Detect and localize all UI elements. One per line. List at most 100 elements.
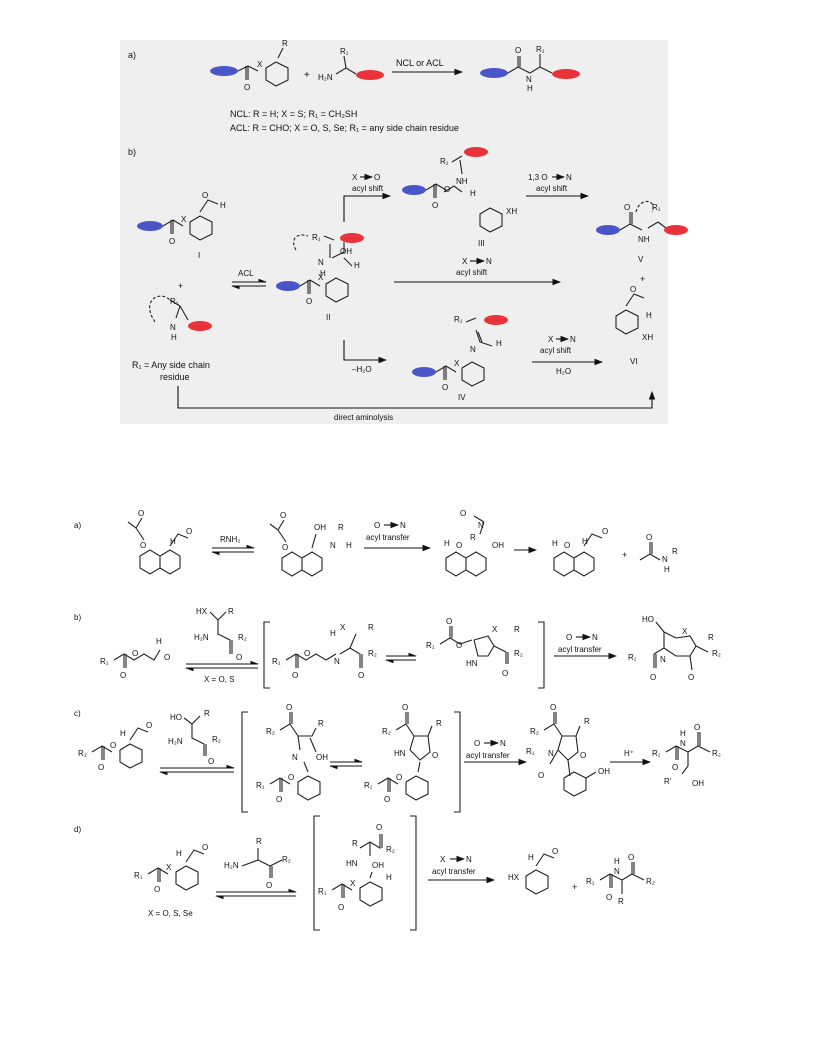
atom-o: O	[266, 881, 272, 890]
atom-o: O	[550, 703, 556, 712]
atom-r: R	[672, 547, 678, 556]
atom-oh: OH	[692, 779, 704, 788]
atom-h: H	[171, 333, 177, 342]
blue-peptide-blob	[412, 367, 436, 377]
label-I: I	[198, 251, 200, 260]
atom-x: X	[454, 359, 460, 368]
atom-r1: R₁	[256, 781, 265, 790]
atom-r1: R₁	[364, 781, 373, 790]
atom-r1: R₁	[78, 749, 87, 758]
h-plus: H⁺	[624, 749, 634, 758]
atom-r1: R₁	[134, 871, 143, 880]
blue-peptide-blob	[402, 185, 426, 195]
atom-h: H	[664, 565, 670, 574]
atom-n: N	[292, 753, 298, 762]
atom-o: O	[650, 673, 656, 682]
atom-r: R	[470, 533, 476, 542]
scheme2a: a) O O H O RNH₂ O O OH N R H O N acyl tr…	[74, 509, 678, 577]
atom-r1: R₁	[272, 657, 281, 666]
r1-note-residue: residue	[160, 372, 190, 382]
atom-h: H	[470, 189, 476, 198]
atom-h: H	[582, 537, 588, 546]
atom-n: N	[662, 555, 668, 564]
atom-o: O	[202, 191, 208, 200]
atom-x: X	[492, 625, 498, 634]
atom-r1: R₁	[440, 157, 449, 166]
atom-o: O	[688, 673, 694, 682]
atom-o: O	[672, 763, 678, 772]
atom-o: O	[154, 885, 160, 894]
atom-r: R	[584, 717, 590, 726]
shift-x-o-target: O	[374, 173, 380, 182]
atom-o: O	[280, 511, 286, 520]
label-VI: VI	[630, 357, 638, 366]
shift-o: O	[566, 633, 572, 642]
atom-r1: R₁	[586, 877, 595, 886]
label-II: II	[326, 313, 330, 322]
atom-h: H	[156, 637, 162, 646]
atom-o: O	[292, 671, 298, 680]
atom-h2n: H₂N	[318, 73, 333, 82]
atom-o: O	[304, 649, 310, 658]
atom-n: N	[548, 749, 554, 758]
red-peptide-blob	[340, 233, 364, 243]
scheme1a-label: a)	[128, 50, 136, 60]
atom-r2: R₂	[712, 749, 721, 758]
atom-o: O	[384, 795, 390, 804]
atom-r2: R₂	[282, 855, 291, 864]
scheme2a-label: a)	[74, 521, 81, 530]
shift-x-o: X	[352, 173, 358, 182]
atom-o: O	[694, 723, 700, 732]
atom-o: O	[186, 527, 192, 536]
blue-peptide-blob	[596, 225, 620, 235]
atom-h: H	[320, 269, 326, 278]
condition-x: X = O, S	[204, 675, 234, 684]
atom-h: H	[220, 201, 226, 210]
atom-hn: HN	[394, 749, 406, 758]
atom-r1: R₁	[652, 749, 661, 758]
blue-peptide-blob	[480, 68, 508, 78]
atom-h2n: H₂N	[168, 737, 183, 746]
atom-n: N	[470, 345, 476, 354]
atom-o: O	[164, 653, 170, 662]
atom-o: O	[580, 751, 586, 760]
atom-r: R	[436, 719, 442, 728]
shift-label: acyl transfer	[432, 867, 476, 876]
atom-o: O	[456, 641, 462, 650]
atom-r1: R₁	[536, 45, 545, 54]
atom-r: R	[256, 837, 262, 846]
atom-h: H	[330, 629, 336, 638]
atom-o: O	[432, 751, 438, 760]
atom-o: O	[460, 509, 466, 518]
direct-aminolysis-label: direct aminolysis	[334, 413, 393, 422]
atom-r1: R₁	[318, 887, 327, 896]
atom-o: O	[244, 83, 250, 92]
scheme2d-label: d)	[74, 825, 81, 834]
shift-13-o-n-label: acyl shift	[536, 184, 568, 193]
plus: +	[622, 550, 627, 560]
atom-n: N	[170, 323, 176, 332]
atom-h: H	[120, 729, 126, 738]
condition-x: X = O, S, Se	[148, 909, 193, 918]
atom-o: O	[282, 543, 288, 552]
atom-h: H	[680, 729, 686, 738]
atom-h: H	[496, 339, 502, 348]
atom-n: N	[660, 655, 666, 664]
atom-r: R	[618, 897, 624, 906]
blue-peptide-blob	[137, 221, 163, 231]
atom-o: O	[286, 703, 292, 712]
shift-n: N	[400, 521, 406, 530]
atom-r1: R₁	[652, 203, 661, 212]
atom-h2n: H₂N	[194, 633, 209, 642]
atom-r2: R₂	[646, 877, 655, 886]
shift-x: X	[440, 855, 446, 864]
acl-definition: ACL: R = CHO; X = O, S, Se; R₁ = any sid…	[230, 123, 459, 133]
atom-r2: R₂	[368, 649, 377, 658]
scheme1a: a) X O R + H₂N R₁ NCL or ACL O R₁ N H NC…	[128, 39, 580, 133]
atom-r2: R₂	[212, 735, 221, 744]
plus: +	[304, 70, 310, 81]
atom-r: R	[338, 523, 344, 532]
plus: +	[640, 274, 645, 284]
atom-nh: NH	[638, 235, 650, 244]
shift-n: N	[500, 739, 506, 748]
